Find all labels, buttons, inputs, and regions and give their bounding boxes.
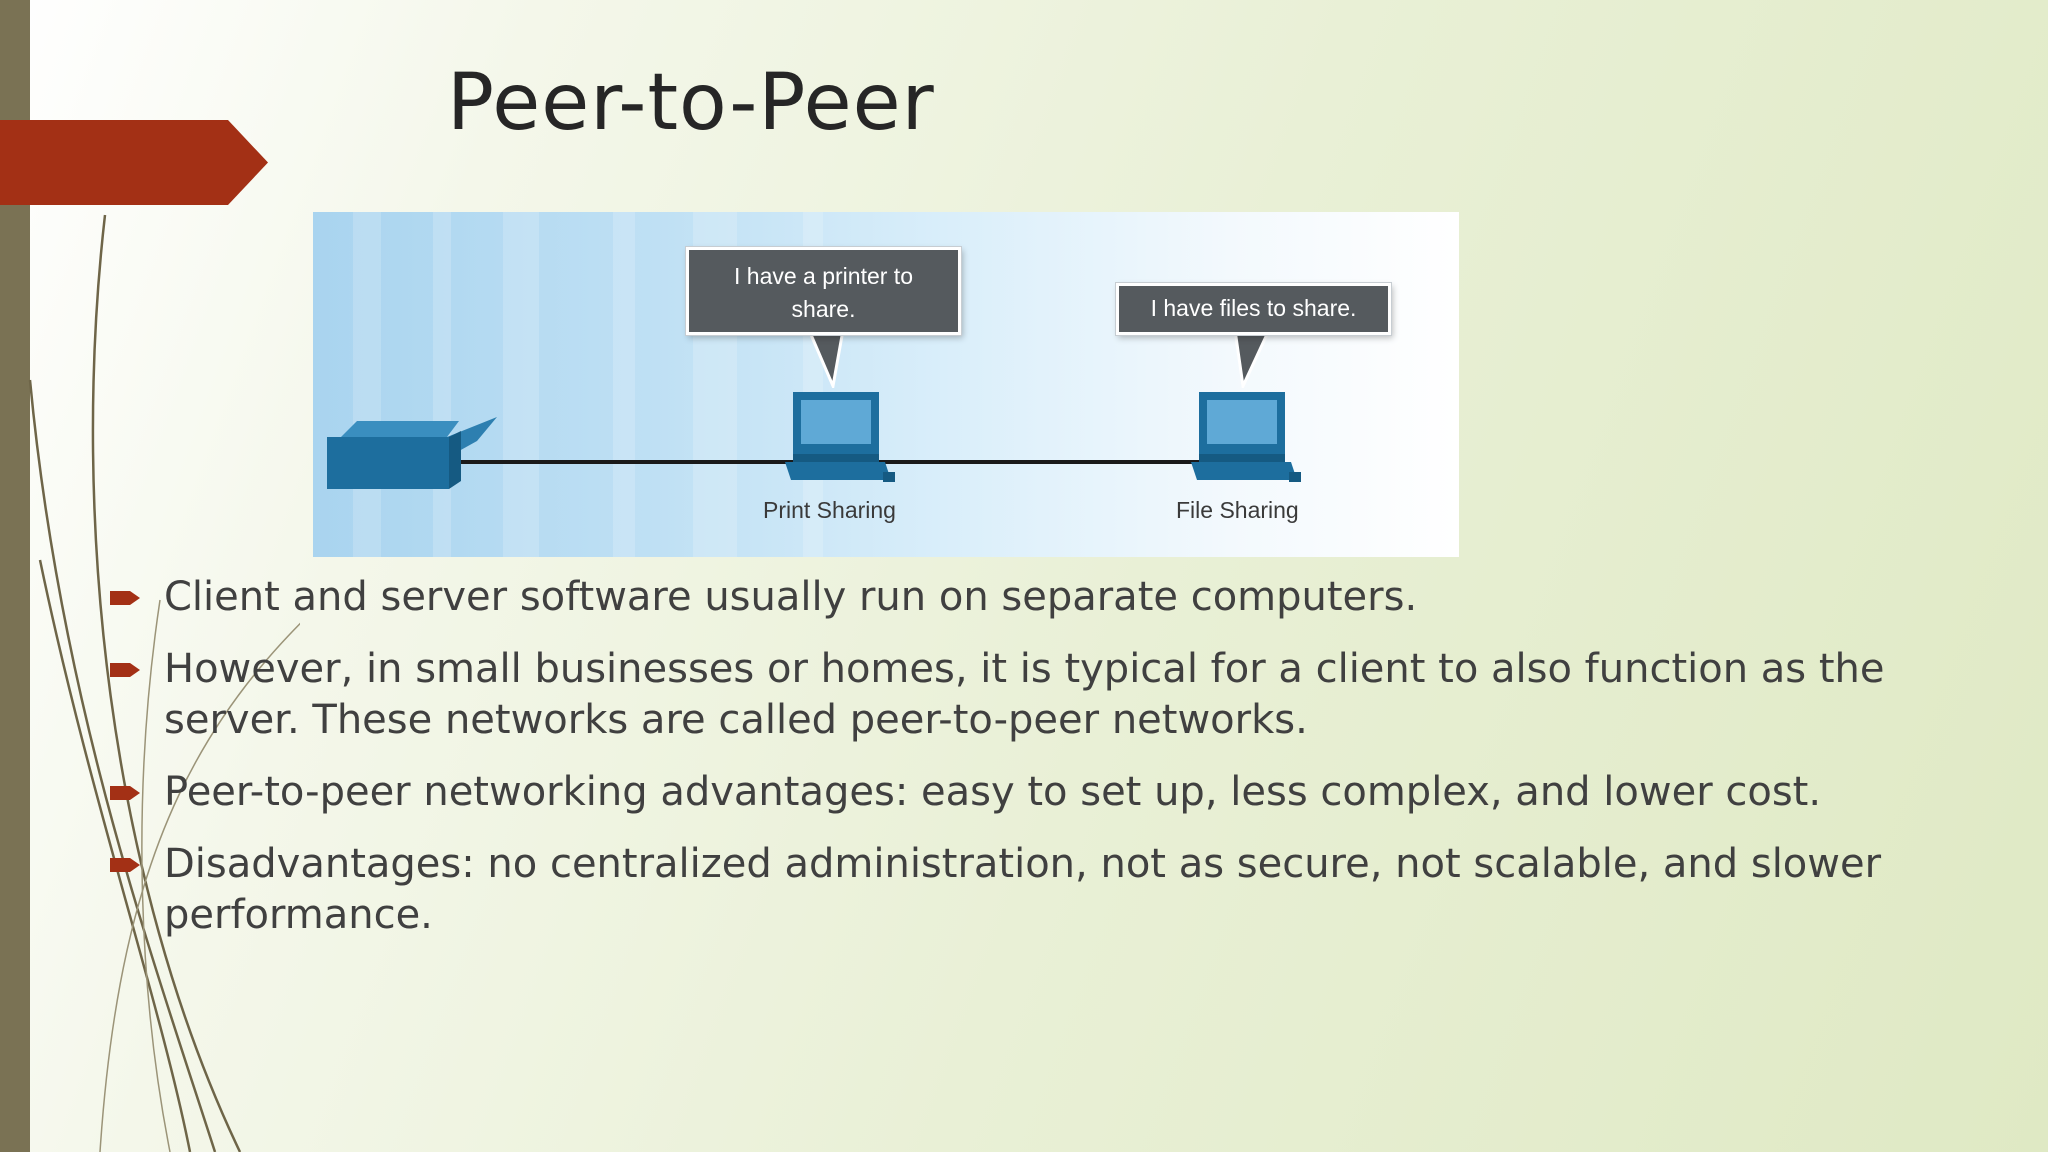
bullet-arrow-icon bbox=[110, 786, 140, 800]
page-title: Peer-to-Peer bbox=[447, 58, 935, 148]
diagram-background-stripes bbox=[353, 212, 1233, 557]
computer-icon bbox=[785, 392, 895, 482]
callout-pointer bbox=[1233, 330, 1271, 388]
print-sharing-label: Print Sharing bbox=[763, 497, 896, 523]
printer-icon bbox=[327, 417, 497, 489]
callout-text: I have files to share. bbox=[1150, 295, 1357, 321]
printer-share-callout: I have a printer to share. bbox=[686, 247, 961, 335]
bullet-list: Client and server software usually run o… bbox=[110, 572, 1910, 962]
bullet-arrow-icon bbox=[110, 663, 140, 677]
bullet-text: Disadvantages: no centralized administra… bbox=[164, 841, 1882, 938]
list-item: Client and server software usually run o… bbox=[110, 572, 1910, 623]
peer-to-peer-diagram: I have a printer to share. I have files … bbox=[313, 212, 1459, 557]
bullet-text: However, in small businesses or homes, i… bbox=[164, 646, 1885, 743]
bullet-text: Peer-to-peer networking advantages: easy… bbox=[164, 769, 1822, 815]
callout-pointer bbox=[807, 330, 845, 388]
bullet-arrow-icon bbox=[110, 591, 140, 605]
list-item: Disadvantages: no centralized administra… bbox=[110, 839, 1910, 941]
title-accent-arrow bbox=[0, 120, 268, 205]
bullet-arrow-icon bbox=[110, 858, 140, 872]
files-share-callout: I have files to share. bbox=[1116, 283, 1391, 335]
callout-text: I have a printer to share. bbox=[734, 263, 913, 322]
decorative-swirl-lines bbox=[28, 214, 300, 1152]
computer-icon bbox=[1191, 392, 1301, 482]
bullet-text: Client and server software usually run o… bbox=[164, 574, 1418, 620]
list-item: Peer-to-peer networking advantages: easy… bbox=[110, 767, 1910, 818]
file-sharing-label: File Sharing bbox=[1176, 497, 1299, 523]
list-item: However, in small businesses or homes, i… bbox=[110, 644, 1910, 746]
